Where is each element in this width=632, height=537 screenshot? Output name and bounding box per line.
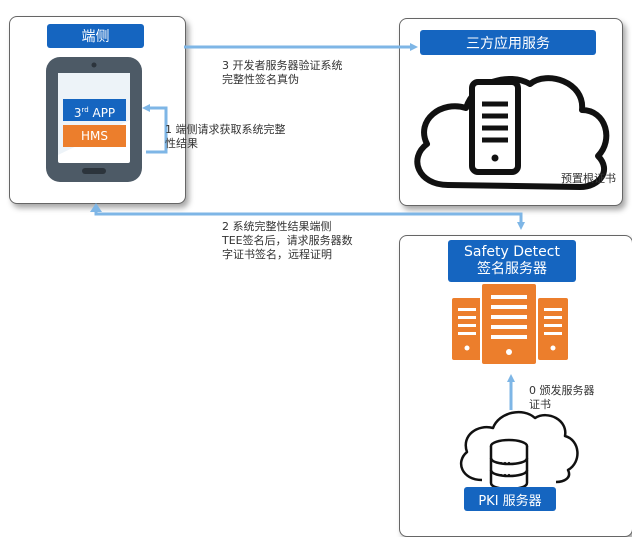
step2-line2: TEE签名后，请求服务器数 [222,234,353,247]
server-cluster-icon [452,282,568,366]
phone-icon [46,57,142,182]
pki-title: PKI 服务器 [464,487,556,511]
step1-line2: 性结果 [165,137,198,150]
cloud-server-icon [414,75,610,190]
app-label: 3rd APP [63,99,126,121]
third-party-title: 三方应用服务 [420,30,596,55]
step0-note: 0 颁发服务器 证书 [529,384,595,412]
step0-line2: 证书 [529,398,551,411]
safety-detect-title-line1: Safety Detect [464,244,560,260]
cloud-database-icon [459,410,579,491]
step3-line2: 完整性签名真伪 [222,73,299,86]
root-cert-label: 预置根证书 [561,172,616,185]
safety-detect-title-line2: 签名服务器 [477,261,547,277]
step2-arrow-head-up [90,203,102,212]
device-title: 端侧 [47,24,144,48]
step0-line1: 0 颁发服务器 [529,384,595,397]
app-label-sup: rd [81,106,89,114]
step1-arrow [142,104,168,154]
step1-note: 1 端侧请求获取系统完整 性结果 [165,123,286,151]
app-label-rest: APP [88,106,116,120]
step3-line1: 3 开发者服务器验证系统 [222,59,343,72]
app-label-base: 3 [73,106,82,120]
step2-line1: 2 系统完整性结果端侧 [222,220,332,233]
step1-line1: 1 端侧请求获取系统完整 [165,123,286,136]
step3-note: 3 开发者服务器验证系统 完整性签名真伪 [222,59,343,87]
step2-line3: 字证书签名，远程证明 [222,248,332,261]
hms-label: HMS [81,129,108,143]
safety-detect-title: Safety Detect 签名服务器 [448,240,576,282]
step2-note: 2 系统完整性结果端侧 TEE签名后，请求服务器数 字证书签名，远程证明 [222,220,353,262]
